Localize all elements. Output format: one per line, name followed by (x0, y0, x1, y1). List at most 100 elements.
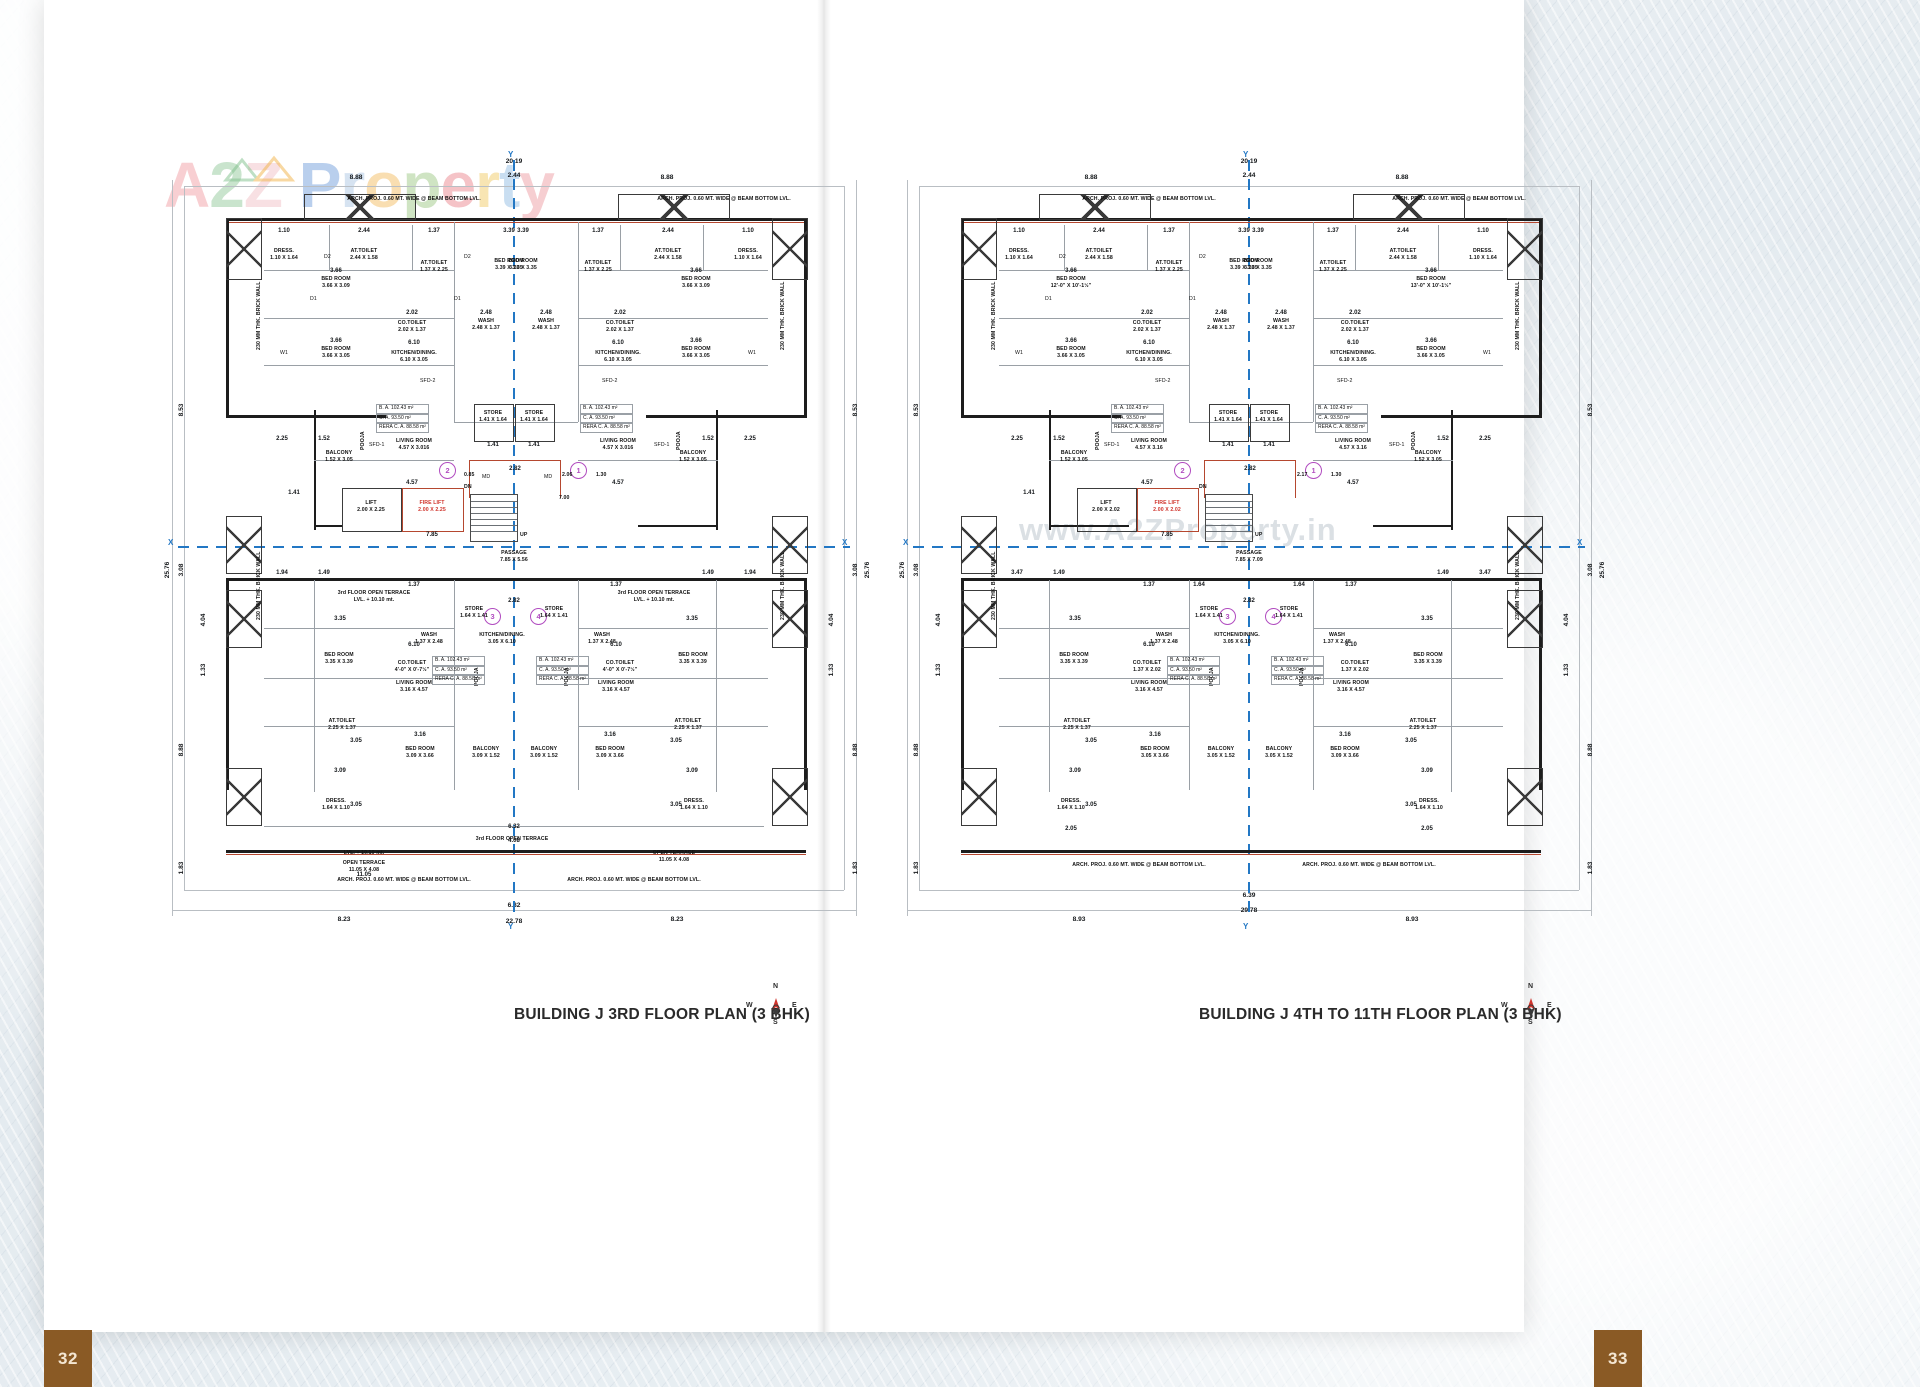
dim-left-lower-a: 8.88 (913, 743, 920, 757)
dim-inline: 1.37 (1327, 228, 1339, 234)
column-hatch (772, 590, 808, 648)
dim-inline: 1.52 (318, 436, 330, 442)
dim-inline: 3.09 (1421, 768, 1433, 774)
dim-inline: 6.10 (408, 340, 420, 346)
dim-inline: 2.44 (358, 228, 370, 234)
brick-wall-note: 230 MM THK. BRICK WALL (991, 551, 997, 620)
dim-inline: 4.57 (612, 480, 624, 486)
dim-core-right-b: 1.30 (1331, 472, 1342, 478)
grid-axis-y (1248, 160, 1251, 920)
marker-bubble-4[interactable]: 4 (1265, 608, 1282, 625)
dim-inline: 3.35 (1069, 616, 1081, 622)
dim-left-outer: 25.76 (899, 561, 906, 579)
page-number-right: 33 (1594, 1330, 1642, 1387)
dim-inline: 3.09 (686, 768, 698, 774)
marker-bubble-2[interactable]: 2 (439, 462, 456, 479)
column-hatch (226, 218, 262, 280)
dim-right-lower-a: 8.88 (1587, 743, 1594, 757)
dim-inline: 3.66 (1065, 268, 1077, 274)
arch-projection-note: ARCH. PROJ. 0.60 MT. WIDE @ BEAM BOTTOM … (1302, 862, 1436, 868)
dim-left-mid: 3.08 (178, 563, 185, 577)
column-hatch (1507, 516, 1543, 574)
door-tag-d2: D2 (1199, 254, 1206, 260)
dim-inline: 1.94 (744, 570, 756, 576)
dim-right-upper: 8.53 (1587, 403, 1594, 417)
compass-west: W (1501, 1002, 1508, 1009)
room-label: DRESS.1.10 X 1.64 (734, 248, 762, 261)
marker-bubble-2[interactable]: 2 (1174, 462, 1191, 479)
marker-bubble-4[interactable]: 4 (530, 608, 547, 625)
dim-entry: 2.82 (509, 466, 521, 472)
grid-axis-x (178, 546, 850, 549)
dim-left-band: 4.04 (935, 613, 942, 627)
door-tag-sfd1: SFD-1 (1389, 442, 1405, 448)
dim-inline: 2.48 (480, 310, 492, 316)
dim-inline: 3.05 (1085, 738, 1097, 744)
dim-inline: 1.10 (1477, 228, 1489, 234)
dim-inline: 3.66 (690, 338, 702, 344)
dim-inline: 3.05 (350, 802, 362, 808)
dim-bottom-left-bay: 8.93 (1072, 916, 1086, 923)
dim-inline: 2.44 (662, 228, 674, 234)
dim-inline: 3.16 (1149, 732, 1161, 738)
room-label: DRESS.1.10 X 1.64 (270, 248, 298, 261)
dim-inline: 1.10 (742, 228, 754, 234)
axis-label-y-bottom: Y (508, 922, 514, 931)
dim-inline: 3.16 (1339, 732, 1351, 738)
dim-lift-width: 7.85 (1161, 532, 1173, 538)
marker-bubble-3[interactable]: 3 (1219, 608, 1236, 625)
dim-inline: 2.25 (276, 436, 288, 442)
room-label-kitchen-lower: KITCHEN/DINING.3.05 X 6.10 (1214, 632, 1260, 645)
dim-right-small: 1.33 (828, 663, 835, 677)
stair-direction-dn: DN (1199, 484, 1207, 490)
marker-bubble-1[interactable]: 1 (570, 462, 587, 479)
dim-inline: 3.05 (670, 802, 682, 808)
dim-inline: 4.57 (1347, 480, 1359, 486)
marker-bubble-3[interactable]: 3 (484, 608, 501, 625)
dim-right-mid: 3.08 (852, 563, 859, 577)
dim-bottom-right-bay: 8.93 (1405, 916, 1419, 923)
dim-inline: 6.10 (1143, 340, 1155, 346)
door-tag-d1: D1 (454, 296, 461, 302)
dim-inline: 6.10 (1143, 642, 1155, 648)
dim-inline: 2.48 (1215, 310, 1227, 316)
room-label-pooja: POOJA (360, 431, 366, 450)
dim-left-band: 4.04 (200, 613, 207, 627)
column-hatch (226, 590, 262, 648)
dim-inline: 3.05 (670, 738, 682, 744)
room-label: DRESS.1.10 X 1.64 (1005, 248, 1033, 261)
dim-core-right-b: 1.30 (596, 472, 607, 478)
dim-inline: 2.05 (1421, 826, 1433, 832)
dim-inline: 1.52 (1053, 436, 1065, 442)
compass-north: N (773, 983, 779, 990)
dim-inline: 3.66 (330, 338, 342, 344)
dim-inline: 1.49 (702, 570, 714, 576)
dim-inline: 3.35 (1421, 616, 1433, 622)
dim-inline: 1.64 (1193, 582, 1205, 588)
dim-right-mid: 3.08 (1587, 563, 1594, 577)
door-tag-sfd1: SFD-1 (369, 442, 385, 448)
dim-inline: 1.37 (1345, 582, 1357, 588)
marker-bubble-1[interactable]: 1 (1305, 462, 1322, 479)
brick-wall-note: 230 MM THK. BRICK WALL (780, 281, 786, 350)
room-label-pooja: POOJA (676, 431, 682, 450)
dim-inline: 6.32 (508, 824, 520, 830)
column-hatch (961, 590, 997, 648)
dim-left-upper: 8.53 (178, 403, 185, 417)
